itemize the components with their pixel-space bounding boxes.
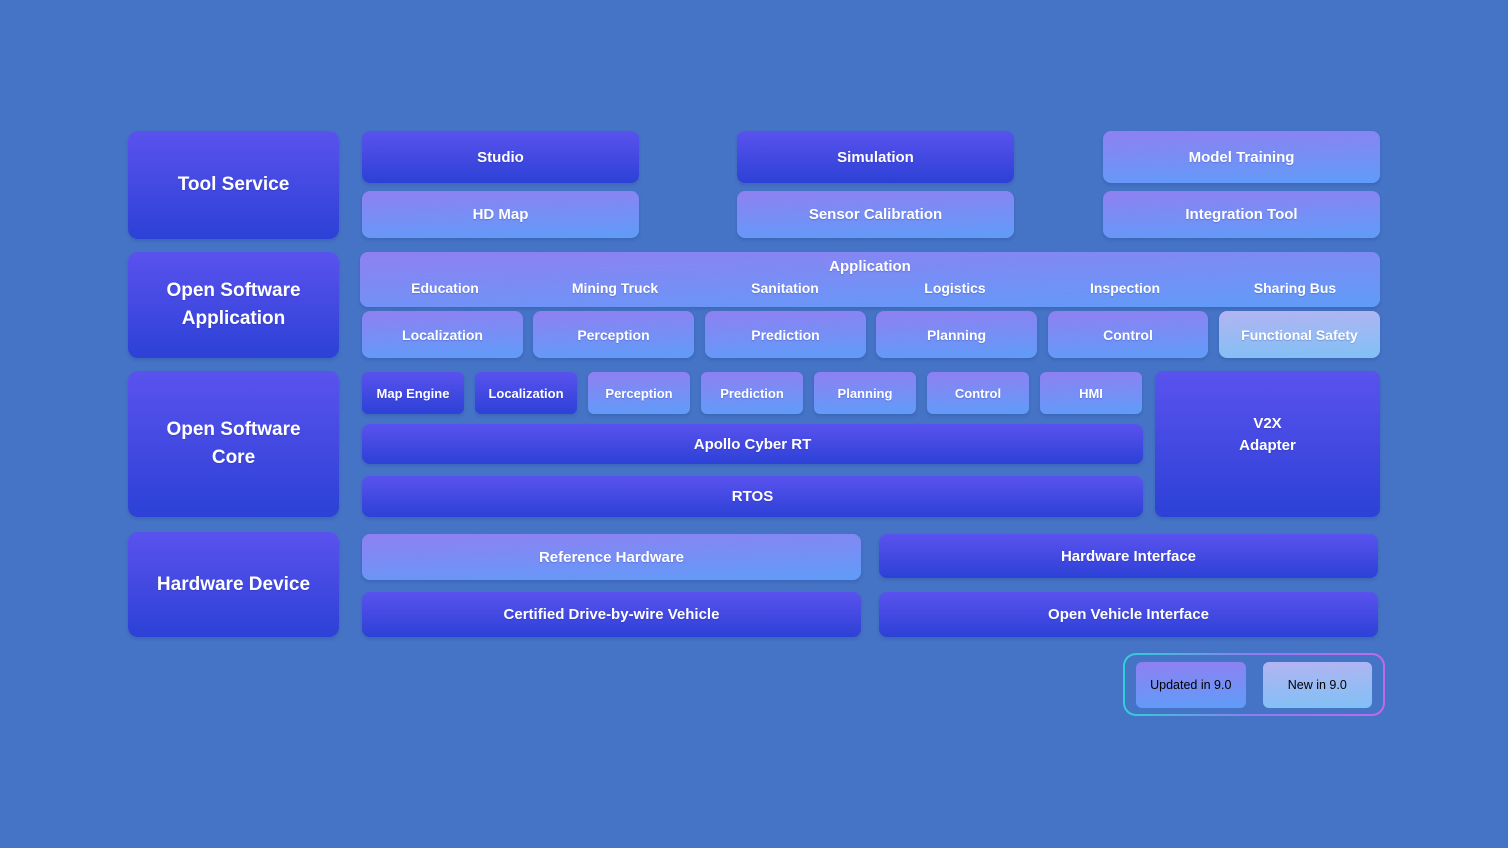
core-module-planning-box: Planning xyxy=(814,372,916,414)
core-module-perception-box: Perception xyxy=(588,372,690,414)
core-module-prediction-box: Prediction xyxy=(701,372,803,414)
application-item-sanitation: Sanitation xyxy=(751,279,819,296)
app-module-prediction-box: Prediction xyxy=(705,311,866,358)
application-item-inspection: Inspection xyxy=(1089,279,1160,296)
core-module-localization-box: Localization xyxy=(475,372,577,414)
section-label-open-software-application: Open Software Application xyxy=(128,252,339,358)
app-module-perception-box: Perception xyxy=(533,311,694,358)
hardware-interface-box: Hardware Interface xyxy=(879,534,1378,578)
v2x-line2: Adapter xyxy=(1239,437,1296,454)
core-module-control-box: Control xyxy=(927,372,1029,414)
application-item-mining-truck: Mining Truck xyxy=(571,279,659,296)
section-label-hardware-device: Hardware Device xyxy=(128,532,339,637)
tool-simulation-box: Simulation xyxy=(737,131,1014,183)
application-item-logistics: Logistics xyxy=(924,279,986,296)
application-bar-title: Application xyxy=(829,258,911,275)
section-label-open-software-core: Open Software Core xyxy=(128,371,339,517)
core-module-hmi-box: HMI xyxy=(1040,372,1142,414)
certified-drive-by-wire-vehicle-box: Certified Drive-by-wire Vehicle xyxy=(362,592,861,637)
application-item-education: Education xyxy=(411,279,479,296)
app-module-localization-box: Localization xyxy=(362,311,523,358)
legend-inner: Updated in 9.0 New in 9.0 xyxy=(1125,655,1383,714)
reference-hardware-box: Reference Hardware xyxy=(362,534,861,580)
v2x-adapter-box: V2X Adapter xyxy=(1155,371,1380,517)
section-label-tool-service: Tool Service xyxy=(128,131,339,239)
application-bar: Application Education Mining Truck Sanit… xyxy=(360,252,1380,307)
tool-hd-map-box: HD Map xyxy=(362,191,639,238)
legend-updated-chip: Updated in 9.0 xyxy=(1136,661,1246,708)
tool-model-training-box: Model Training xyxy=(1103,131,1380,183)
application-item-sharing-bus: Sharing Bus xyxy=(1253,279,1337,296)
app-module-planning-box: Planning xyxy=(876,311,1037,358)
v2x-line1: V2X xyxy=(1253,414,1282,432)
tool-studio-box: Studio xyxy=(362,131,639,183)
core-module-map-engine-box: Map Engine xyxy=(362,372,464,414)
app-module-functional-safety-box: Functional Safety xyxy=(1219,311,1380,358)
open-vehicle-interface-box: Open Vehicle Interface xyxy=(879,592,1378,637)
app-module-control-box: Control xyxy=(1048,311,1208,358)
apollo-cyber-rt-bar: Apollo Cyber RT xyxy=(362,424,1143,464)
tool-integration-tool-box: Integration Tool xyxy=(1103,191,1380,238)
rtos-bar: RTOS xyxy=(362,476,1143,517)
legend: Updated in 9.0 New in 9.0 xyxy=(1123,653,1385,716)
legend-new-chip: New in 9.0 xyxy=(1262,661,1372,708)
tool-sensor-calibration-box: Sensor Calibration xyxy=(737,191,1014,238)
application-bar-items: Education Mining Truck Sanitation Logist… xyxy=(360,280,1380,296)
